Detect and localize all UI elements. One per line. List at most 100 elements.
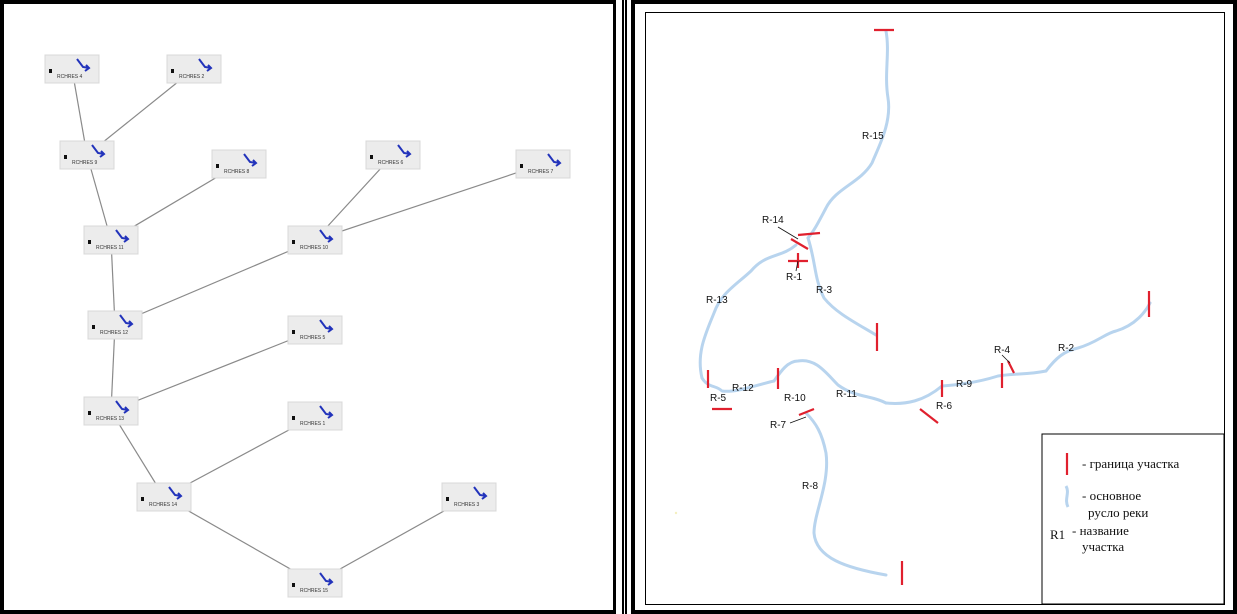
reach-label-r2: R-2 bbox=[1058, 343, 1075, 354]
map-speck bbox=[674, 511, 678, 515]
reach-icon bbox=[319, 572, 334, 586]
node-box bbox=[87, 310, 143, 340]
reach-node-10[interactable]: RCHRES 10 bbox=[287, 225, 343, 255]
node-label: RCHRES 2 bbox=[179, 74, 205, 80]
reach-node-15[interactable]: RCHRES 15 bbox=[287, 568, 343, 598]
node-marker bbox=[141, 497, 144, 501]
node-label: RCHRES 4 bbox=[57, 74, 83, 80]
reach-node-12[interactable]: RCHRES 12 bbox=[87, 310, 143, 340]
reach-network-diagram: RCHRES 4 RCHRES 2 RCHRES 9 RCHRES 8 RCHRES 6… bbox=[44, 54, 571, 598]
reach-node-2[interactable]: RCHRES 2 bbox=[166, 54, 222, 84]
node-marker bbox=[292, 416, 295, 420]
node-box bbox=[287, 315, 343, 345]
boundary-mark bbox=[790, 238, 809, 250]
reach-node-11[interactable]: RCHRES 11 bbox=[83, 225, 139, 255]
node-marker bbox=[292, 240, 295, 244]
reach-label-r12: R-12 bbox=[732, 383, 754, 394]
river-segment-r8 bbox=[804, 411, 888, 577]
reach-icon bbox=[119, 314, 134, 328]
reach-icon bbox=[76, 58, 91, 72]
river-lines bbox=[698, 29, 1152, 577]
reach-icon bbox=[547, 153, 562, 167]
reach-node-4[interactable]: RCHRES 4 bbox=[44, 54, 100, 84]
node-marker bbox=[216, 164, 219, 168]
node-box bbox=[44, 54, 100, 84]
legend-name-prefix: R1 bbox=[1050, 527, 1065, 542]
reach-label-r11: R-11 bbox=[836, 389, 857, 400]
reach-label-r9: R-9 bbox=[956, 379, 973, 390]
node-box bbox=[59, 140, 115, 170]
node-label: RCHRES 1 bbox=[300, 421, 326, 427]
network-panel: RCHRES 4 RCHRES 2 RCHRES 9 RCHRES 8 RCHRES 6… bbox=[0, 0, 616, 614]
reach-node-6[interactable]: RCHRES 6 bbox=[365, 140, 421, 170]
node-label: RCHRES 10 bbox=[300, 245, 328, 251]
node-box bbox=[365, 140, 421, 170]
legend-name-text-2: участка bbox=[1082, 539, 1124, 554]
reach-node-13[interactable]: RCHRES 13 bbox=[83, 396, 139, 426]
reach-icon bbox=[397, 144, 412, 158]
panel-divider bbox=[622, 0, 627, 614]
node-label: RCHRES 15 bbox=[300, 588, 328, 594]
legend-boundary-text: - граница участка bbox=[1082, 456, 1179, 471]
network-nodes: RCHRES 4 RCHRES 2 RCHRES 9 RCHRES 8 RCHRES 6… bbox=[44, 54, 571, 598]
node-marker bbox=[292, 330, 295, 334]
reach-icon bbox=[115, 400, 130, 414]
node-marker bbox=[88, 411, 91, 415]
node-marker bbox=[64, 155, 67, 159]
reach-node-1[interactable]: RCHRES 1 bbox=[287, 401, 343, 431]
boundary-mark bbox=[919, 408, 939, 424]
reach-label-r14: R-14 bbox=[762, 215, 784, 226]
reach-label-r4: R-4 bbox=[994, 345, 1011, 356]
reach-label-r3: R-3 bbox=[816, 285, 833, 296]
reach-node-8[interactable]: RCHRES 8 bbox=[211, 149, 267, 179]
reach-node-5[interactable]: RCHRES 5 bbox=[287, 315, 343, 345]
boundary-mark bbox=[798, 407, 815, 417]
river-segment-r13 bbox=[698, 243, 798, 380]
map-legend: - граница участка - основное русло реки … bbox=[1041, 433, 1224, 604]
network-edge bbox=[114, 239, 316, 326]
reach-icon bbox=[91, 144, 106, 158]
node-label: RCHRES 12 bbox=[100, 330, 128, 336]
river-segment-r10 bbox=[772, 359, 888, 405]
node-box bbox=[83, 396, 139, 426]
boundary-mark bbox=[1007, 360, 1015, 374]
node-marker bbox=[92, 325, 95, 329]
reach-node-14[interactable]: RCHRES 14 bbox=[136, 482, 192, 512]
node-box bbox=[166, 54, 222, 84]
node-marker bbox=[370, 155, 373, 159]
reach-node-9[interactable]: RCHRES 9 bbox=[59, 140, 115, 170]
leader-lines bbox=[777, 226, 1011, 424]
reach-icon bbox=[319, 405, 334, 419]
node-label: RCHRES 9 bbox=[72, 160, 98, 166]
river-segment-r15 bbox=[806, 29, 891, 240]
legend-river-symbol bbox=[1064, 485, 1070, 508]
reach-label-r6: R-6 bbox=[936, 401, 953, 412]
river-map-canvas: R-15 R-14 R-1 R-3 R-13 R-2 R-4 R-9 R-12 … bbox=[674, 28, 1224, 604]
river-segment-r3 bbox=[806, 236, 878, 337]
reach-icon bbox=[243, 153, 258, 167]
node-label: RCHRES 3 bbox=[454, 502, 480, 508]
reach-node-3[interactable]: RCHRES 3 bbox=[441, 482, 497, 512]
reach-node-7[interactable]: RCHRES 7 bbox=[515, 149, 571, 179]
river-segment-r9 bbox=[940, 369, 1048, 388]
node-label: RCHRES 8 bbox=[224, 169, 250, 175]
node-label: RCHRES 6 bbox=[378, 160, 404, 166]
reach-label-r13: R-13 bbox=[706, 295, 728, 306]
node-box bbox=[83, 225, 139, 255]
node-marker bbox=[292, 583, 295, 587]
reach-label-r8: R-8 bbox=[802, 481, 819, 492]
node-label: RCHRES 5 bbox=[300, 335, 326, 341]
reach-label-r10: R-10 bbox=[784, 393, 806, 404]
reach-icon bbox=[319, 229, 334, 243]
node-box bbox=[287, 401, 343, 431]
node-marker bbox=[88, 240, 91, 244]
node-marker bbox=[171, 69, 174, 73]
legend-river-text-2: русло реки bbox=[1088, 505, 1148, 520]
reach-icon bbox=[168, 486, 183, 500]
reach-icon bbox=[115, 229, 130, 243]
network-edge bbox=[110, 329, 316, 412]
node-box bbox=[211, 149, 267, 179]
river-segment-r11 bbox=[884, 384, 944, 405]
reach-icon bbox=[198, 58, 213, 72]
node-box bbox=[136, 482, 192, 512]
